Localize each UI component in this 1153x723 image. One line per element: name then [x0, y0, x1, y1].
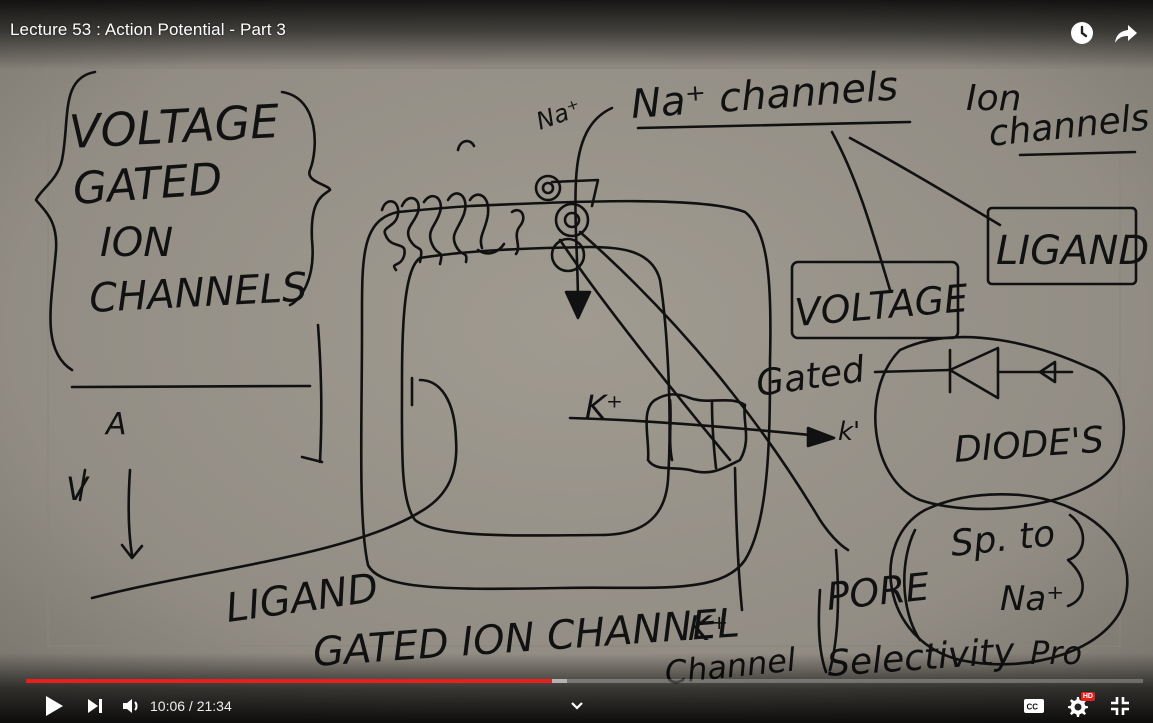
hd-badge: HD — [1080, 691, 1095, 701]
pore-label: PORE — [824, 564, 931, 619]
k-channel-blob — [645, 393, 748, 474]
ion-label: Ion — [966, 78, 1021, 119]
na-influx-arrow — [574, 106, 614, 307]
exit-fullscreen-icon[interactable] — [1109, 695, 1131, 717]
channels-word: CHANNELS — [88, 265, 308, 322]
pore-oval — [889, 492, 1129, 666]
video-title[interactable]: Lecture 53 : Action Potential - Part 3 — [10, 20, 286, 39]
k-prime-label: k' — [838, 417, 860, 447]
share-icon[interactable] — [1113, 20, 1139, 46]
ligand-box-label: LIGAND — [996, 228, 1149, 274]
captions-icon[interactable]: CC — [1023, 698, 1045, 714]
k-channel-kplus: K⁺ — [688, 609, 728, 649]
play-icon[interactable] — [36, 695, 72, 717]
watch-later-icon[interactable] — [1069, 20, 1095, 46]
bottom-gradient — [0, 653, 1153, 723]
right-brace — [280, 90, 332, 307]
next-icon[interactable] — [72, 697, 118, 715]
settings-icon[interactable]: HD — [1065, 691, 1095, 718]
progress-bar[interactable] — [26, 679, 1143, 683]
k-plus-label: K⁺ — [585, 388, 623, 426]
top-gradient — [0, 0, 1153, 70]
volume-icon[interactable] — [118, 697, 146, 715]
top-right-actions — [1069, 20, 1139, 46]
ion-word: ION — [100, 220, 173, 266]
svg-text:CC: CC — [1027, 702, 1039, 711]
voltage-word: VOLTAGE — [68, 94, 281, 159]
chevron-down-icon[interactable] — [570, 701, 584, 711]
control-bar: 10:06 / 21:34 CC HD — [0, 688, 1153, 723]
cell-inner-membrane — [400, 245, 671, 537]
time-display: 10:06 / 21:34 — [150, 697, 232, 714]
diode-circle — [874, 335, 1126, 511]
sp-na-label: Na⁺ — [1000, 579, 1064, 619]
v-label: V — [66, 470, 90, 508]
progress-played — [26, 679, 553, 683]
a-label: A — [104, 407, 127, 442]
left-brace — [34, 70, 97, 372]
gated-word: GATED — [71, 154, 224, 215]
k-efflux-arrow — [568, 416, 822, 438]
cell-outer-membrane — [359, 199, 772, 591]
